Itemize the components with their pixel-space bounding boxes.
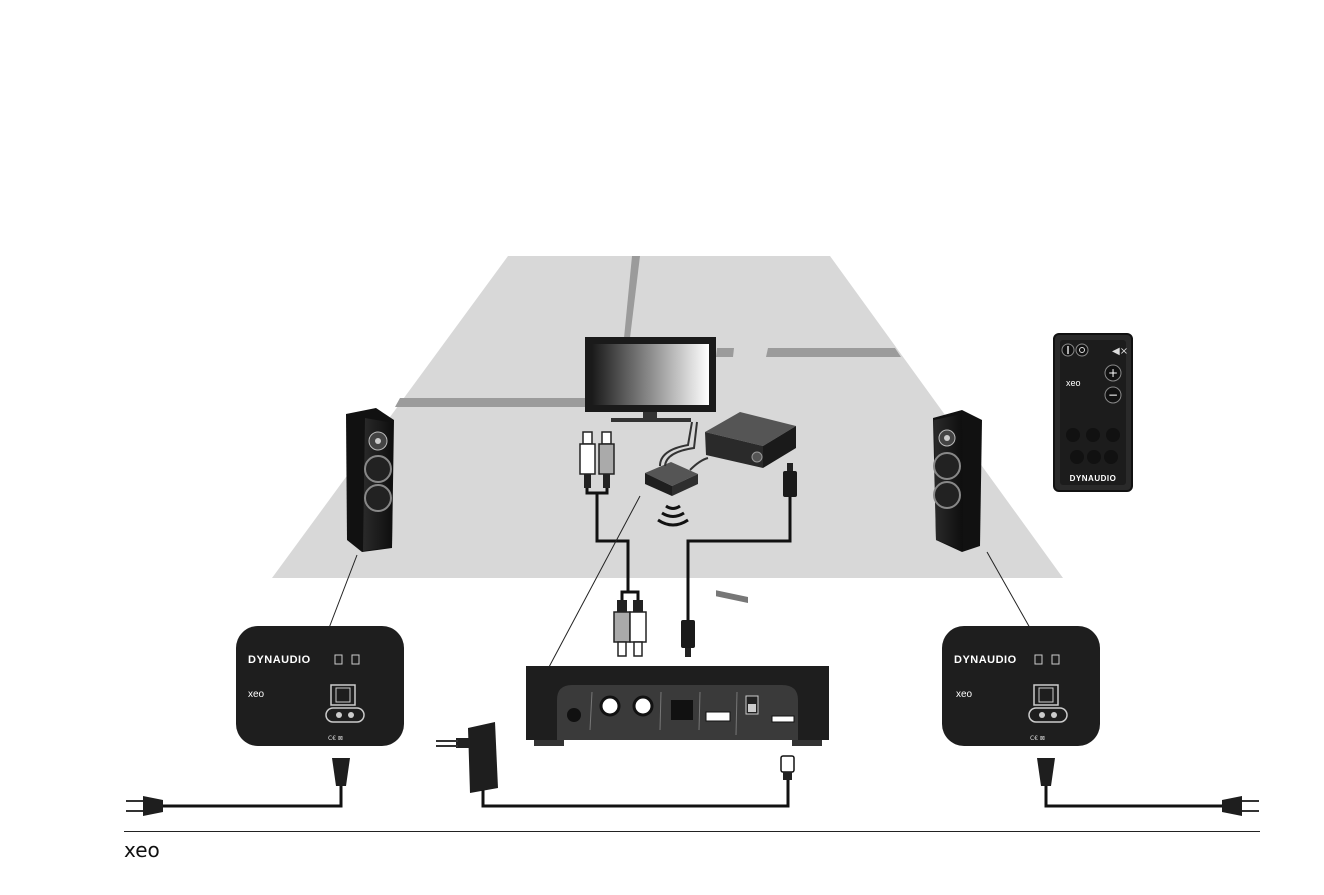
optical-plug-bottom xyxy=(681,620,695,657)
right-speaker-back-panel: DYNAUDIO xeo C€ ⊠ xyxy=(942,626,1100,746)
rca-plugs-bottom xyxy=(614,600,646,656)
right-speaker xyxy=(933,410,982,552)
remote-control: ◀× xeo + − DYNAUDIO xyxy=(1054,334,1132,491)
transmitter-box xyxy=(526,666,829,746)
right-mains-cable xyxy=(1037,758,1259,816)
right-panel-brand: DYNAUDIO xyxy=(954,654,1017,666)
left-speaker xyxy=(346,408,394,552)
footer-divider xyxy=(124,831,1260,832)
left-speaker-back-panel: DYNAUDIO xeo C€ ⊠ xyxy=(236,626,404,746)
footer-logo: xeo xyxy=(124,838,160,862)
svg-text:C€ ⊠: C€ ⊠ xyxy=(1030,735,1045,742)
television xyxy=(585,337,716,422)
svg-text:C€ ⊠: C€ ⊠ xyxy=(328,735,343,742)
left-mains-cable xyxy=(126,758,350,816)
volume-down-button-label: − xyxy=(1108,388,1118,402)
remote-model-label: xeo xyxy=(1066,378,1081,388)
left-panel-brand: DYNAUDIO xyxy=(248,654,311,666)
mute-icon: ◀× xyxy=(1112,346,1128,357)
remote-brand-label: DYNAUDIO xyxy=(1070,474,1117,483)
volume-up-button-label: + xyxy=(1108,366,1118,380)
right-panel-model: xeo xyxy=(956,689,973,700)
left-panel-model: xeo xyxy=(248,689,265,700)
